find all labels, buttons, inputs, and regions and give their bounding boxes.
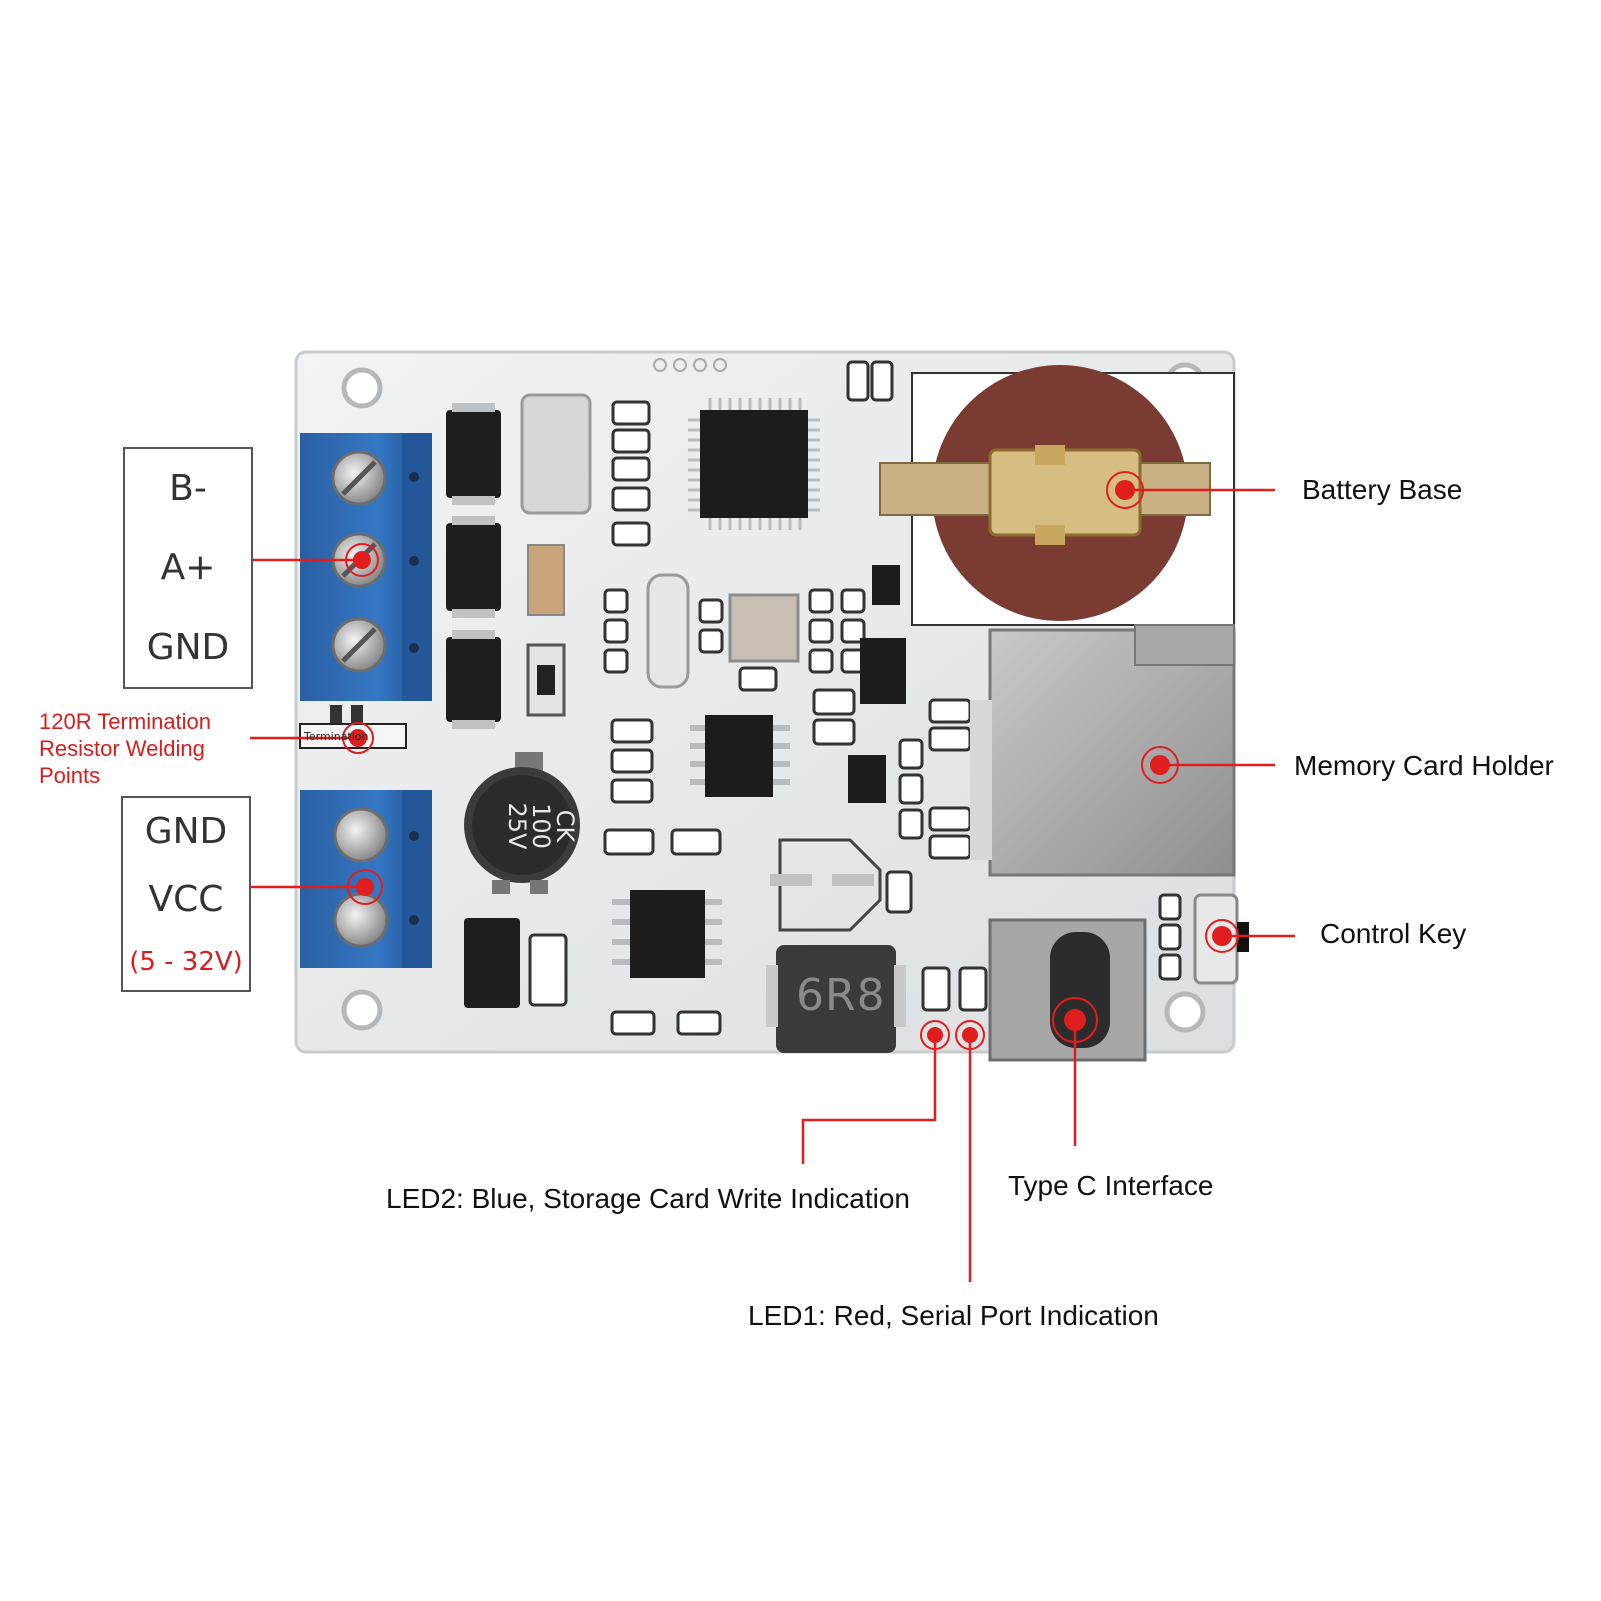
label-b-minus: B- (169, 468, 207, 510)
led2-label: LED2: Blue, Storage Card Write Indicatio… (386, 1183, 910, 1214)
sd-card-holder (970, 624, 1236, 877)
label-vcc: VCC (148, 878, 224, 920)
mounting-holes (341, 362, 1206, 1033)
oscillator (728, 593, 800, 663)
termination-line-3: Points (39, 763, 101, 788)
battery-silk (778, 838, 882, 932)
label-a-plus: A+ (160, 547, 216, 589)
usb-type-c-connector (988, 918, 1147, 1062)
inductor (776, 945, 896, 1053)
termination-silk: Termination (304, 730, 369, 743)
smd-passives (528, 360, 1182, 1036)
battery-holder (879, 365, 1235, 626)
led1-label: LED1: Red, Serial Port Indication (748, 1300, 1159, 1331)
type-c-interface-label: Type C Interface (1008, 1170, 1214, 1201)
fuse (520, 393, 592, 515)
battery-base-label: Battery Base (1302, 474, 1463, 505)
label-gnd-top: GND (146, 626, 230, 668)
power-terminal-label-box: GND VCC (5 - 32V) (121, 796, 251, 992)
callout-markers (342, 471, 1239, 1050)
label-voltage-range: (5 - 32V) (129, 946, 243, 977)
termination-callout: 120R Termination Resistor Welding Points (39, 708, 211, 789)
control-key-label: Control Key (1320, 918, 1467, 949)
termination-line-1: 120R Termination (39, 709, 212, 734)
capacitor-mark-1: CK (551, 809, 579, 843)
electrolytic-capacitor (464, 752, 580, 894)
smd-diodes (446, 410, 520, 1008)
inductor-marking: 6R8 (796, 970, 886, 1021)
crystal (646, 573, 690, 689)
led-pads (921, 966, 988, 1012)
sop8-chips (630, 565, 906, 978)
memory-card-holder-label: Memory Card Holder (1294, 750, 1554, 781)
capacitor-marking: CK 100 25V (503, 781, 579, 871)
label-gnd-bottom: GND (144, 811, 228, 853)
capacitor-mark-3: 25V (503, 802, 531, 850)
rs485-terminal-label-box: B- A+ GND (123, 447, 253, 689)
termination-line-2: Resistor Welding (39, 736, 205, 761)
mcu-chip (688, 398, 820, 530)
capacitor-mark-2: 100 (527, 803, 555, 849)
